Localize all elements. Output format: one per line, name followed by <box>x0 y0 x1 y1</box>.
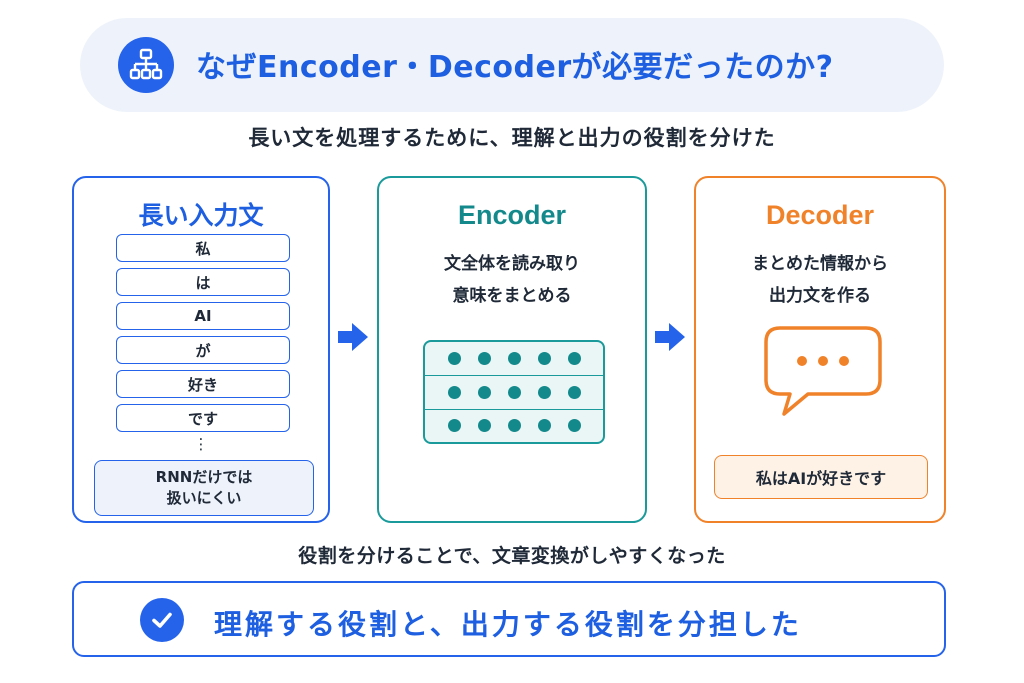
matrix-dot <box>477 352 491 366</box>
arrow-right-icon <box>338 323 368 351</box>
input-card: 長い入力文 私 は AI が 好き です ⋮ RNNだけでは 扱いにくい <box>72 176 330 523</box>
rnn-note: RNNだけでは 扱いにくい <box>94 460 314 516</box>
decoder-desc-line2: 出力文を作る <box>769 286 871 306</box>
token-item: です <box>116 404 290 432</box>
decoder-desc-line1: まとめた情報から <box>752 254 888 274</box>
encoder-desc-line1: 文全体を読み取り <box>444 254 580 274</box>
decoder-card-desc: まとめた情報から 出力文を作る <box>696 248 944 312</box>
matrix-dot <box>567 385 581 399</box>
matrix-dot <box>447 385 461 399</box>
matrix-row <box>425 342 603 375</box>
matrix-dot <box>507 352 521 366</box>
matrix-dot <box>477 385 491 399</box>
matrix-dot <box>537 419 551 433</box>
token-list: 私 は AI が 好き です <box>116 234 290 438</box>
token-item: は <box>116 268 290 296</box>
hierarchy-icon <box>118 37 174 93</box>
matrix-dot <box>447 419 461 433</box>
matrix-dot <box>537 352 551 366</box>
conclusion-box: 理解する役割と、出力する役割を分担した <box>72 581 946 657</box>
explanation-note: 役割を分けることで、文章変換がしやすくなった <box>298 545 726 567</box>
token-item: 私 <box>116 234 290 262</box>
speech-bubble-icon <box>764 326 882 416</box>
matrix-row <box>425 375 603 408</box>
matrix-dot <box>567 419 581 433</box>
page-title: なぜEncoder・Decoderが必要だったのか? <box>196 50 834 85</box>
matrix-dot <box>477 419 491 433</box>
check-icon <box>140 598 184 642</box>
matrix-dot <box>447 352 461 366</box>
encoder-card: Encoder 文全体を読み取り 意味をまとめる <box>377 176 647 523</box>
matrix-row <box>425 408 603 442</box>
rnn-note-line1: RNNだけでは <box>155 468 253 486</box>
token-item: が <box>116 336 290 364</box>
decoder-card: Decoder まとめた情報から 出力文を作る 私はAIが好きです <box>694 176 946 523</box>
title-banner <box>80 18 944 112</box>
matrix-dot <box>507 385 521 399</box>
matrix-dot <box>537 385 551 399</box>
decoder-card-title: Decoder <box>765 200 875 230</box>
matrix-dot <box>567 352 581 366</box>
matrix-dot <box>507 419 521 433</box>
token-item: AI <box>116 302 290 330</box>
ellipsis: ⋮ <box>193 435 209 453</box>
encoder-desc-line2: 意味をまとめる <box>452 286 572 306</box>
token-item: 好き <box>116 370 290 398</box>
output-sentence: 私はAIが好きです <box>714 455 928 499</box>
rnn-note-line2: 扱いにくい <box>166 489 242 507</box>
conclusion-text: 理解する役割と、出力する役割を分担した <box>214 608 802 641</box>
encoder-card-desc: 文全体を読み取り 意味をまとめる <box>379 248 645 312</box>
arrow-right-icon <box>655 323 685 351</box>
encoded-matrix <box>423 340 605 444</box>
input-card-title: 長い入力文 <box>138 201 264 230</box>
subtitle: 長い文を処理するために、理解と出力の役割を分けた <box>248 126 776 150</box>
encoder-card-title: Encoder <box>457 200 567 230</box>
